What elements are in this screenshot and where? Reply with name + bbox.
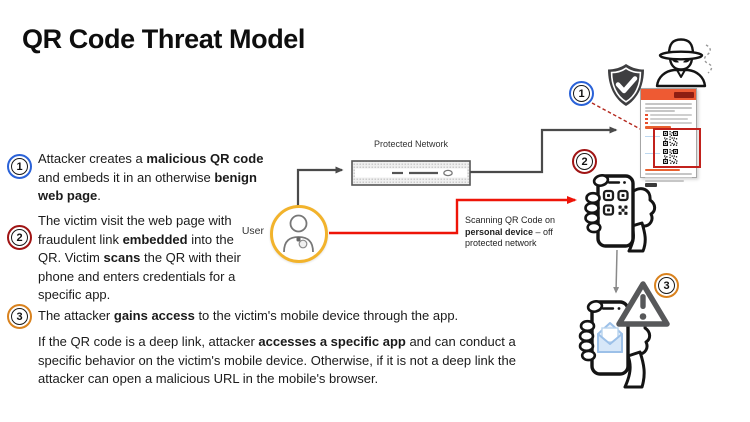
warning-triangle-icon [616, 281, 670, 327]
step-badge-2: 2 [7, 225, 32, 250]
user-avatar [270, 205, 328, 263]
email-header-button [674, 91, 694, 98]
email-qr-zone [645, 127, 701, 168]
qr-highlight-box [653, 127, 701, 168]
email-footer-button [645, 183, 657, 188]
user-label: User [241, 225, 264, 237]
hacker-icon [655, 38, 713, 88]
step-2-text: The victim visit the web page with fraud… [38, 213, 241, 302]
step-badge-3: 3 [7, 304, 32, 329]
phone-mail-icon [578, 300, 652, 389]
hand-wrist [623, 350, 646, 389]
step-1-text: Attacker creates a malicious QR code and… [38, 151, 264, 203]
protected-network-label: Protected Network [373, 139, 449, 149]
email-header [641, 89, 696, 100]
step-3-text: The attacker gains access to the victim'… [38, 308, 459, 323]
diagram-badge-3: 3 [654, 273, 679, 298]
qr-glyph [602, 189, 629, 216]
deep-link-footnote: If the QR code is a deep link, attacker … [38, 334, 516, 386]
diagram-badge-1: 1 [569, 81, 594, 106]
step-badge-1: 1 [7, 154, 32, 179]
phone-to-phone-arrow [613, 249, 620, 294]
user-to-network-arrow [296, 166, 344, 206]
page-title: QR Code Threat Model [22, 24, 306, 54]
open-envelope-icon [597, 322, 623, 353]
phone-qr-icon [584, 174, 657, 253]
scan-note: Scanning QR Code on personal device – of… [465, 215, 556, 248]
person-icon [283, 214, 314, 253]
shield-check-icon [608, 64, 644, 106]
diagram-badge-2: 2 [572, 149, 597, 174]
qr-scan-red-arrow [329, 196, 577, 235]
network-to-email-arrow [470, 126, 618, 174]
squiggle-decoration [703, 44, 713, 74]
